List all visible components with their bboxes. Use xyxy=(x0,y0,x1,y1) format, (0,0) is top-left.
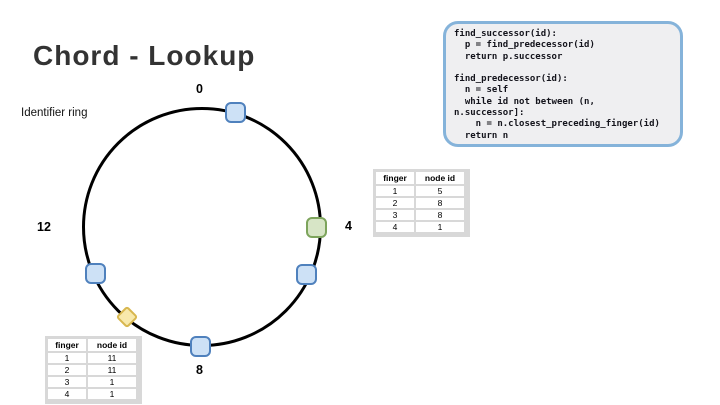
finger-table-cell: 11 xyxy=(88,365,136,375)
code-line: n.successor]: xyxy=(454,108,525,119)
node-11-marker xyxy=(85,263,106,284)
code-line: return p.successor xyxy=(454,51,563,62)
finger-table-header: finger xyxy=(376,172,414,184)
finger-table-cell: 2 xyxy=(48,365,86,375)
identifier-ring-label: Identifier ring xyxy=(21,107,88,119)
code-line: return n xyxy=(454,130,509,141)
finger-table-cell: 4 xyxy=(376,222,414,232)
finger-table-header: node id xyxy=(416,172,464,184)
code-line: n = self xyxy=(454,85,509,96)
finger-table-header: node id xyxy=(88,339,136,351)
finger-table-cell: 2 xyxy=(376,198,414,208)
code-line xyxy=(454,63,672,74)
finger-table-cell: 8 xyxy=(416,210,464,220)
page-title: Chord - Lookup xyxy=(33,40,256,71)
finger-table-cell: 3 xyxy=(376,210,414,220)
finger-table-cell: 1 xyxy=(48,353,86,363)
code-line: find_successor(id): xyxy=(454,29,557,39)
identifier-ring-circle xyxy=(82,107,322,347)
code-line: p = find_predecessor(id) xyxy=(454,40,595,51)
finger-table-cell: 4 xyxy=(48,389,86,399)
finger-table-cell: 8 xyxy=(416,198,464,208)
node-4-marker xyxy=(306,217,327,238)
ring-position-label-8: 8 xyxy=(196,363,203,377)
node-1-marker xyxy=(225,102,246,123)
finger-table-cell: 3 xyxy=(48,377,86,387)
node-8-marker xyxy=(190,336,211,357)
ring-position-label-4: 4 xyxy=(345,219,352,233)
finger-table-cell: 1 xyxy=(416,222,464,232)
finger-table-cell: 1 xyxy=(88,377,136,387)
code-line: find_predecessor(id): xyxy=(454,74,568,85)
finger-table-cell: 5 xyxy=(416,186,464,196)
node-5-marker xyxy=(296,264,317,285)
ring-position-label-12: 12 xyxy=(37,220,51,234)
code-line: while id not between (n, xyxy=(454,96,595,107)
finger-table-cell: 1 xyxy=(88,389,136,399)
finger-table-cell: 11 xyxy=(88,353,136,363)
finger-table-header: finger xyxy=(48,339,86,351)
finger-table-cell: 1 xyxy=(376,186,414,196)
pseudocode-box: find_successor(id): p = find_predecessor… xyxy=(443,21,683,147)
code-line: n = n.closest_preceding_finger(id) xyxy=(454,119,660,130)
ring-position-label-0: 0 xyxy=(196,82,203,96)
